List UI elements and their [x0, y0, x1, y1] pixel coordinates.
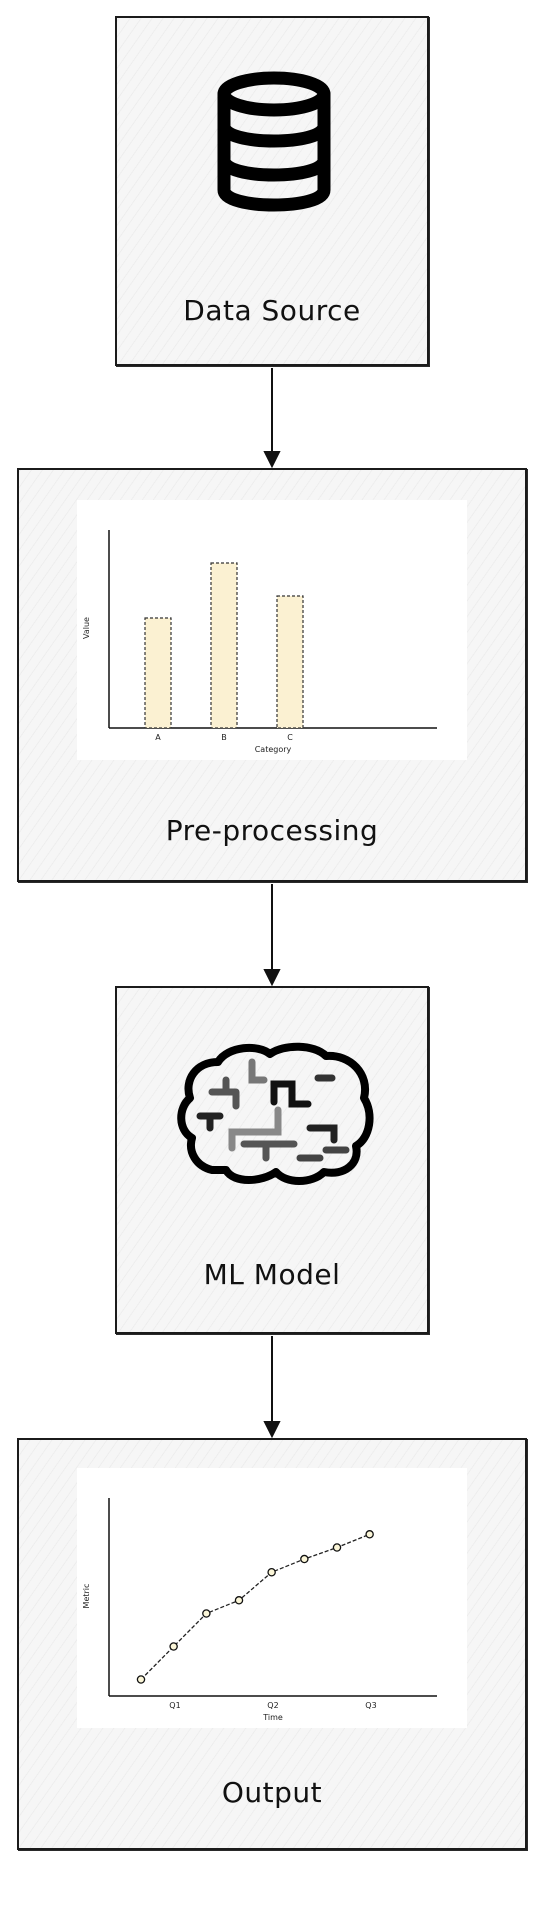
- node-label: ML Model: [203, 1258, 341, 1291]
- arrowhead-3: [263, 1421, 281, 1439]
- bar: [276, 595, 304, 729]
- arrowhead-1: [263, 451, 281, 469]
- data-point: [267, 1568, 276, 1577]
- x-tick-label: C: [287, 733, 293, 742]
- data-point: [136, 1675, 146, 1684]
- x-axis-label: Category: [255, 745, 292, 754]
- data-point: [365, 1530, 374, 1539]
- arrowhead-2: [263, 969, 281, 987]
- node-data-source[interactable]: Data Source: [115, 16, 429, 366]
- data-point: [202, 1609, 211, 1618]
- x-tick-label: Q1: [169, 1701, 180, 1710]
- bar-chart-panel: A B C Category Value: [77, 500, 467, 760]
- x-tick-label: B: [221, 733, 227, 742]
- bar-chart: A B C Category Value: [82, 530, 437, 754]
- node-preprocessing[interactable]: A B C Category Value Pre-processing: [17, 468, 527, 882]
- bar: [210, 562, 238, 729]
- x-axis-label: Time: [262, 1713, 283, 1722]
- node-ml-model[interactable]: ML Model: [115, 986, 429, 1334]
- y-axis-label: Value: [82, 617, 91, 639]
- data-point: [234, 1596, 244, 1605]
- data-point: [169, 1642, 178, 1651]
- bar: [144, 617, 172, 729]
- series-line: [140, 1533, 370, 1680]
- database-icon: [217, 71, 331, 212]
- brain-icon: [177, 1042, 374, 1185]
- node-label: Output: [221, 1776, 323, 1809]
- x-tick-label: A: [155, 733, 161, 742]
- x-tick-label: Q3: [365, 1701, 376, 1710]
- node-label: Pre-processing: [165, 814, 379, 847]
- node-label: Data Source: [183, 294, 361, 327]
- data-point: [332, 1543, 342, 1552]
- x-tick-label: Q2: [267, 1701, 278, 1710]
- data-point: [300, 1554, 309, 1564]
- y-axis-label: Metric: [82, 1584, 91, 1609]
